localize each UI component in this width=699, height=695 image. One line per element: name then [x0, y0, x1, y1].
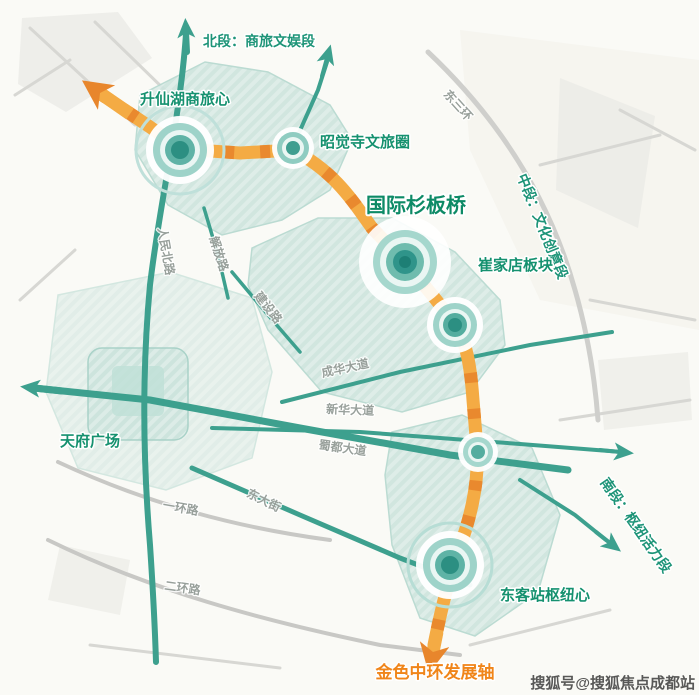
ring-roads — [46, 49, 601, 657]
node-zhaojuesi — [272, 127, 314, 169]
gray-road — [558, 398, 692, 422]
axis-arrow-northwest — [81, 80, 134, 120]
gray-road — [468, 608, 612, 647]
label-zhaojuesi: 昭觉寺文旅圈 — [320, 133, 410, 151]
label-segment-north: 北段：商旅文娱段 — [203, 33, 315, 49]
node-core — [441, 556, 459, 574]
gray-road — [618, 108, 697, 152]
label-road-ring2: 二环路 — [164, 578, 203, 598]
label-road-xinhua: 新华大道 — [326, 401, 375, 418]
label-east-station: 东客站枢纽心 — [500, 586, 590, 604]
road-shudu-arrow — [20, 379, 66, 398]
node-core — [471, 445, 485, 459]
city-block — [18, 12, 152, 112]
gray-road — [18, 248, 77, 302]
gray-road — [93, 20, 172, 97]
road-jiefang — [202, 206, 230, 300]
gray-road — [588, 298, 697, 322]
city-block — [598, 352, 692, 430]
road-east-third-ring — [425, 49, 601, 423]
road-xinhua-arrow — [598, 442, 634, 461]
node-cuijiadian — [427, 297, 483, 353]
node-mid-small — [458, 432, 498, 472]
road-zhaojue-branch-arrow — [316, 44, 335, 78]
road-ring2 — [46, 538, 462, 657]
road-ring1 — [56, 460, 332, 542]
label-golden-axis: 金色中环发展轴 — [375, 662, 495, 682]
road-jianshe — [230, 270, 302, 354]
road-xinhua — [210, 426, 624, 454]
node-core — [448, 318, 462, 332]
node-core — [286, 141, 300, 155]
node-ring — [134, 104, 226, 196]
node-shengxianhu — [134, 104, 226, 196]
node-ring — [406, 521, 494, 609]
axis-arrow-south — [419, 630, 450, 674]
label-shengxianhu: 升仙湖商旅心 — [140, 90, 230, 108]
label-cuijiadian: 崔家店板块 — [477, 256, 554, 274]
node-core — [171, 141, 189, 159]
gray-road — [13, 58, 72, 97]
label-shanbanqiao: 国际杉板桥 — [366, 193, 467, 217]
tianfu-square-inner — [112, 366, 164, 416]
node-core — [399, 256, 411, 268]
watermark: 搜狐号@搜狐焦点成都站 — [530, 674, 695, 692]
label-tianfu-square: 天府广场 — [60, 432, 120, 450]
node-shanbanqiao — [359, 216, 451, 308]
city-block — [48, 545, 130, 615]
minor-gray-roads — [13, 20, 697, 670]
road-south-segment-arrow — [594, 530, 622, 552]
node-east-station — [406, 521, 494, 609]
gray-road — [88, 643, 282, 670]
road-renmin-north-arrow — [177, 18, 196, 55]
node-markers — [134, 104, 498, 609]
gray-road — [538, 133, 662, 167]
